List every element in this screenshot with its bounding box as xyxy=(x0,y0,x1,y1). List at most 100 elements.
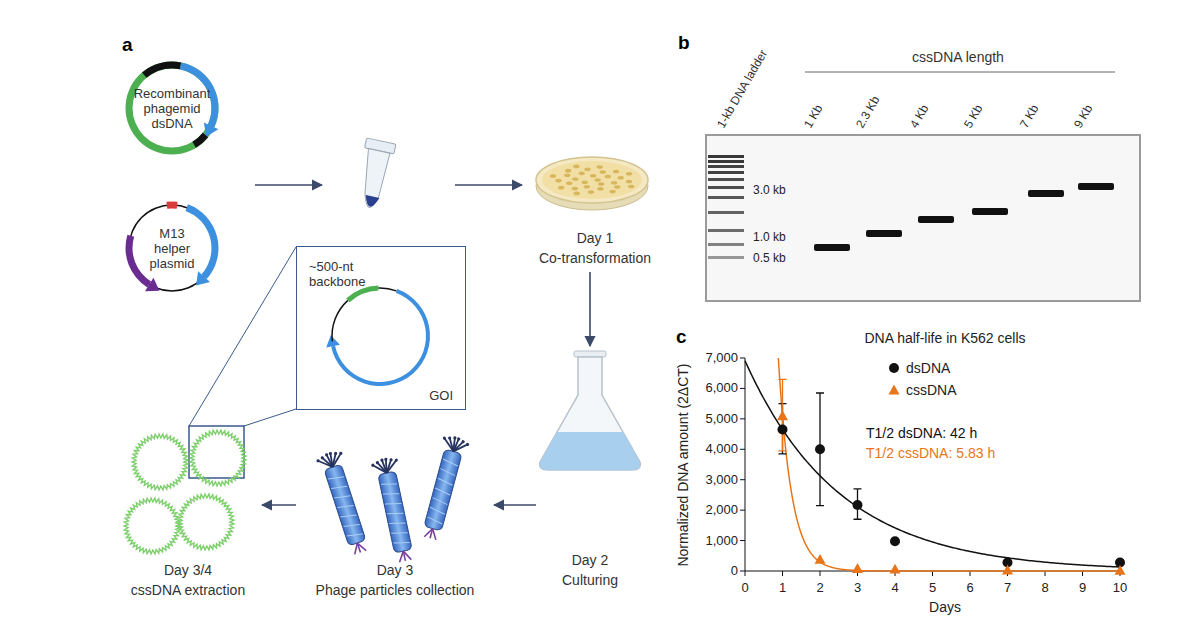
phage-particle xyxy=(432,498,448,505)
sample-band xyxy=(972,208,1008,215)
ladder-band xyxy=(708,229,744,232)
lane-bracket xyxy=(805,72,1115,73)
tick-mark xyxy=(740,358,745,359)
ring-arc xyxy=(331,289,430,386)
sample-band xyxy=(866,230,902,237)
error-bar xyxy=(854,489,862,519)
tick-mark xyxy=(740,449,745,450)
node-text: Co-transformation xyxy=(539,248,651,268)
colony xyxy=(564,173,570,177)
ring-arc xyxy=(192,133,208,148)
axis-tick: 7,000 xyxy=(705,350,738,366)
ring-arrowhead xyxy=(145,278,159,292)
colony xyxy=(613,170,619,174)
data-point xyxy=(890,536,900,546)
colony xyxy=(572,187,578,191)
axis-line xyxy=(745,358,1120,571)
tube-body xyxy=(357,149,390,210)
colony xyxy=(626,172,632,176)
cssdna-circles xyxy=(124,430,246,554)
flask-liquid xyxy=(540,432,641,470)
phage-particle xyxy=(339,451,343,455)
colony xyxy=(597,187,603,191)
axis-title: Days xyxy=(929,599,961,615)
node-outline xyxy=(126,201,219,291)
axis-tick: 3,000 xyxy=(705,472,738,488)
axis-tick: 1,000 xyxy=(705,533,738,549)
phage-particle xyxy=(385,460,399,473)
phage-particle xyxy=(387,510,403,516)
tick-mark xyxy=(745,571,746,576)
gel-bands xyxy=(708,155,1114,259)
colony xyxy=(582,180,588,184)
phage-particle xyxy=(389,458,393,462)
flow-arrow xyxy=(262,504,296,506)
plot-title: DNA half-life in K562 cells xyxy=(864,330,1025,346)
fit-curve xyxy=(778,358,1119,571)
ring-arrowhead xyxy=(204,123,219,137)
phage-particle xyxy=(380,458,384,462)
legend-text: cssDNA xyxy=(906,382,957,398)
phage-particle xyxy=(375,461,379,465)
phage-particle xyxy=(331,484,347,492)
phage-particle xyxy=(384,457,388,461)
colony xyxy=(550,174,556,178)
phage-particle xyxy=(429,507,445,514)
colony xyxy=(618,176,624,180)
phage-particle xyxy=(370,455,418,563)
phage-particle xyxy=(448,436,452,440)
half-life-plot xyxy=(740,358,1126,576)
axis-tick: 5,000 xyxy=(705,411,738,427)
data-point xyxy=(778,425,788,435)
ladder-size: 1.0 kb xyxy=(753,229,786,245)
colony xyxy=(579,172,585,176)
petri-dish-step: Day 1Co-transformation xyxy=(530,150,660,268)
flow-arrow xyxy=(255,184,322,186)
phage-particle xyxy=(403,550,411,561)
phage-particle xyxy=(394,458,398,462)
phage-particle xyxy=(442,459,458,466)
axis-tick: 9 xyxy=(1079,580,1086,596)
colony xyxy=(588,190,594,194)
dish-agar xyxy=(542,161,642,199)
phage-particle xyxy=(453,436,457,440)
phage-particle xyxy=(324,464,366,546)
legend-text: dsDNA xyxy=(906,360,950,376)
flask-body xyxy=(540,357,641,470)
colony xyxy=(611,181,617,185)
colony xyxy=(584,185,590,189)
phage-particle xyxy=(325,453,329,457)
tick-mark xyxy=(782,571,783,576)
phage-particles xyxy=(315,433,470,563)
error-bar xyxy=(816,393,824,506)
colony xyxy=(594,178,600,182)
phage-particle xyxy=(417,433,470,541)
cssdna-circle xyxy=(132,434,188,490)
phage-particle xyxy=(434,488,450,495)
flask-lip xyxy=(574,351,606,357)
colony xyxy=(598,182,604,186)
phage-particle xyxy=(334,493,350,501)
sample-band xyxy=(1078,183,1114,190)
flow-arrow xyxy=(455,184,522,186)
phage-particle xyxy=(340,512,356,520)
axis-tick: 10 xyxy=(1113,580,1127,596)
colony xyxy=(590,174,596,178)
phage-particle xyxy=(385,501,401,507)
axis-tick: 0 xyxy=(731,563,738,579)
axis-tick: 8 xyxy=(1041,580,1048,596)
phage-particle xyxy=(357,541,366,552)
ladder-band xyxy=(708,211,744,214)
colony xyxy=(572,177,578,181)
phage-particle xyxy=(378,471,412,553)
sample-band xyxy=(1028,190,1064,197)
ring-arc xyxy=(166,201,177,208)
tick-mark xyxy=(740,510,745,511)
colony xyxy=(614,185,620,189)
phage-particle xyxy=(316,459,320,463)
group-label: cssDNA length xyxy=(912,49,1004,65)
colony xyxy=(566,181,572,185)
node-text: Day 3 xyxy=(377,560,414,580)
phage-particle xyxy=(337,503,353,511)
node-text: Culturing xyxy=(562,570,618,590)
